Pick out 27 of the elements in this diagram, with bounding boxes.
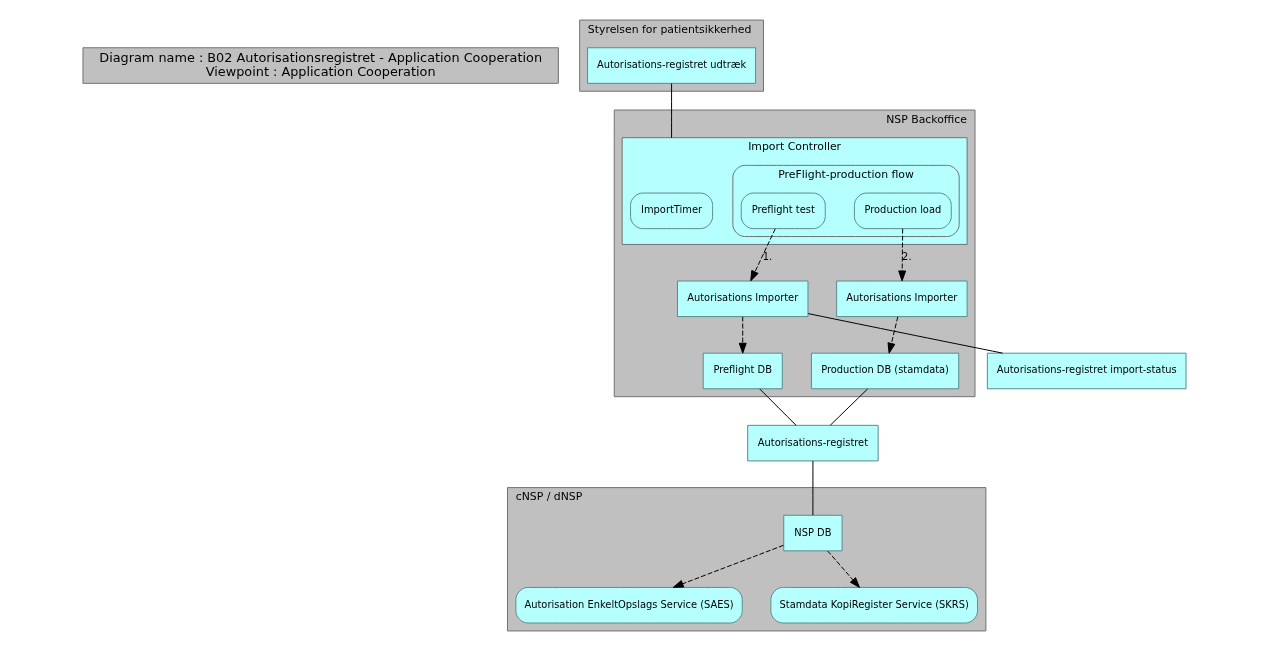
connector bbox=[807, 313, 1004, 354]
connector bbox=[812, 460, 814, 516]
node-box: NSP DB bbox=[783, 514, 843, 552]
node-box: Autorisations Importer bbox=[677, 280, 809, 318]
node-box: Autorisations-registret bbox=[747, 424, 879, 462]
node-box: Autorisations-registret udtræk bbox=[587, 47, 757, 84]
node-box: Preflight DB bbox=[702, 352, 783, 390]
node-box: Production DB (stamdata) bbox=[810, 352, 960, 390]
node-box: Autorisations-registret import-status bbox=[986, 352, 1187, 390]
connector bbox=[671, 83, 673, 139]
arrow bbox=[898, 228, 907, 282]
node-box: ImportTimer bbox=[630, 192, 714, 230]
node-box: Diagram name : B02 Autorisationsregistret - Application Cooperation Viewpoint : Application Cooperation bbox=[82, 47, 559, 84]
connector bbox=[829, 388, 869, 426]
arrow bbox=[738, 316, 747, 354]
node-box: Preflight test bbox=[740, 192, 826, 230]
node-box: Stamdata KopiRegister Service (SKRS) bbox=[770, 586, 978, 624]
arrow bbox=[672, 544, 784, 588]
arrow bbox=[827, 550, 860, 588]
node-box: Autorisation EnkeltOpslags Service (SAES) bbox=[515, 586, 743, 624]
edge-label: 1. bbox=[762, 251, 773, 263]
edge-label: 2. bbox=[902, 251, 912, 263]
node-box: Production load bbox=[853, 192, 952, 230]
connector bbox=[759, 388, 797, 426]
node-box: Autorisations Importer bbox=[836, 280, 968, 318]
arrow bbox=[887, 316, 899, 354]
arrow bbox=[750, 228, 776, 282]
